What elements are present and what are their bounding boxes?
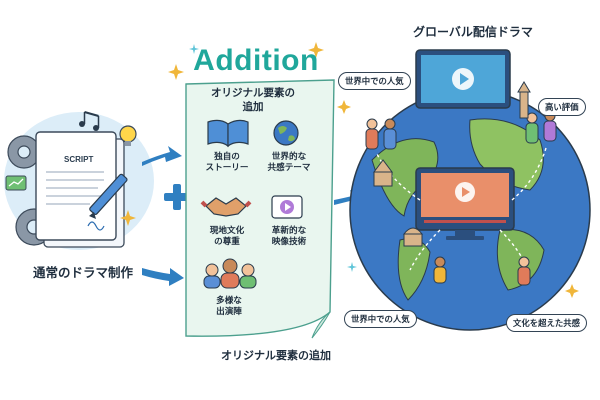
arrow-right-icon	[142, 146, 182, 166]
tile-label-line: の尊重	[214, 237, 240, 247]
globe-icon	[273, 120, 299, 146]
tile-label-line: ストーリー	[205, 163, 249, 173]
people-icon	[203, 258, 257, 289]
tile-label-line: 出演陣	[216, 307, 242, 317]
landmark-icon	[373, 81, 531, 247]
speech-bubble: 高い評価	[538, 98, 586, 116]
tile-label-story: 独自の ストーリー	[192, 152, 262, 174]
tile-label-technology: 革新的な 映像技術	[254, 226, 324, 248]
speech-bubble: 世界中での人気	[344, 310, 417, 328]
tile-label-line: 多様な	[216, 296, 242, 306]
music-notes-icon	[79, 111, 100, 131]
script-text: SCRIPT	[64, 155, 93, 164]
sparkle-icon	[347, 262, 357, 272]
normal-production-label: 通常のドラマ制作	[32, 265, 133, 280]
tile-label-line: 独自の	[214, 152, 240, 162]
arrow-right-icon	[142, 268, 184, 286]
tile-label-line: 革新的な	[271, 226, 307, 236]
monitor-icon	[415, 167, 515, 240]
person-icon	[365, 110, 557, 286]
global-title: グローバル配信ドラマ	[413, 25, 533, 39]
sparkle-icon	[189, 44, 199, 54]
tile-label-line: 現地文化	[209, 226, 245, 236]
monitor-icon	[415, 49, 511, 109]
panel-heading-line: オリジナル要素の	[211, 87, 295, 99]
tile-label-theme: 世界的な 共感テーマ	[254, 152, 324, 174]
lightbulb-icon	[119, 125, 137, 146]
film-play-icon	[271, 195, 303, 219]
panel-heading: オリジナル要素の 追加	[188, 86, 318, 114]
tile-label-line: 共感テーマ	[267, 163, 311, 173]
sparkle-icon	[337, 100, 579, 298]
tile-label-culture: 現地文化 の尊重	[192, 226, 262, 248]
speech-bubble: 文化を超えた共感	[506, 314, 587, 332]
handshake-icon	[200, 197, 252, 217]
panel-heading-line: 追加	[242, 101, 264, 113]
book-icon	[207, 119, 249, 148]
addition-bottom-label: オリジナル要素の追加	[221, 349, 331, 362]
speech-bubble: 世界中での人気	[338, 72, 411, 90]
chart-card-icon	[5, 175, 27, 191]
sparkle-icon	[120, 210, 136, 226]
tile-label-line: 世界的な	[271, 152, 307, 162]
sparkle-icon	[168, 42, 324, 80]
plus-icon	[164, 184, 190, 210]
tile-label-cast: 多様な 出演陣	[194, 296, 264, 318]
tile-label-line: 映像技術	[271, 237, 307, 247]
pen-icon	[89, 173, 128, 219]
addition-title: Addition	[193, 44, 319, 77]
